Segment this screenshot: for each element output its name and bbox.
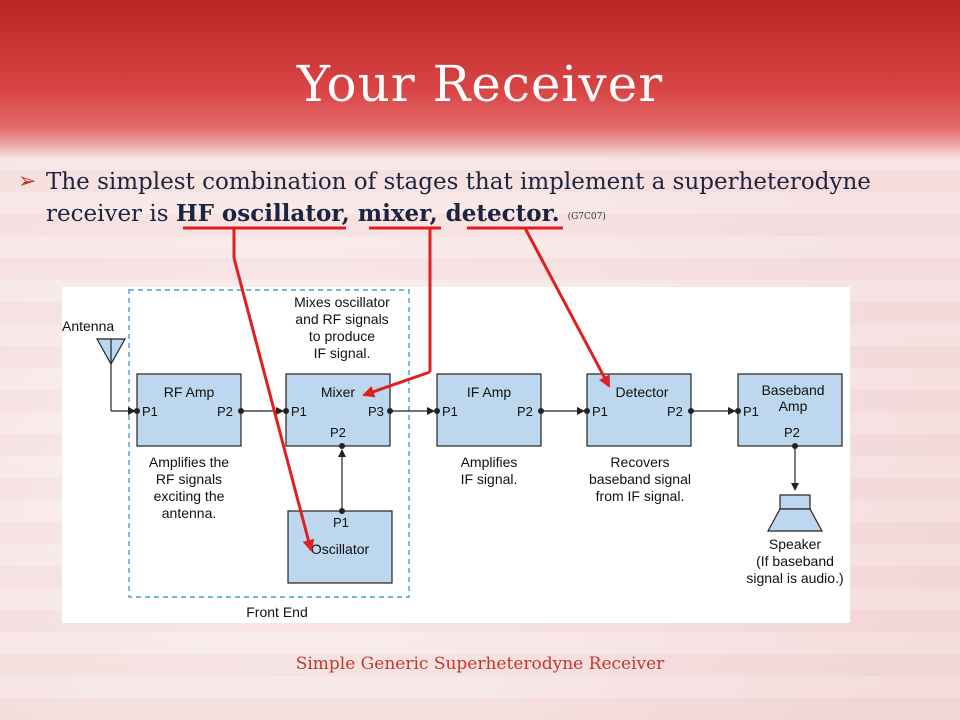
- baseband-p1: P1: [743, 404, 759, 419]
- baseband-label-line2: Amp: [779, 398, 808, 414]
- separator: ,: [341, 200, 358, 227]
- period: .: [551, 200, 568, 227]
- detector-p1: P1: [592, 404, 608, 419]
- rf-amp-note-line: exciting the: [154, 488, 225, 504]
- if-amp-note-line: IF signal.: [461, 471, 518, 487]
- detector-note-line: from IF signal.: [596, 488, 685, 504]
- speaker-note-line: (If baseband: [756, 553, 834, 569]
- baseband-label-line1: Baseband: [761, 382, 824, 398]
- if-amp-block: [436, 373, 542, 447]
- highlight-hf-oscillator: HF oscillator: [175, 200, 342, 227]
- highlight-mixer: mixer: [357, 200, 430, 227]
- mixer-p3: P3: [368, 404, 384, 419]
- detector-label: Detector: [616, 384, 669, 400]
- mixer-p1: P1: [291, 404, 307, 419]
- receiver-block-diagram: Front End Antenna Mixes oscillator and R…: [62, 287, 850, 623]
- if-amp-label: IF Amp: [467, 384, 512, 400]
- mixer-note-line: and RF signals: [295, 311, 388, 327]
- bullet-text-intro: The simplest combination of stages that …: [46, 169, 871, 227]
- if-amp-p1: P1: [442, 404, 458, 419]
- rf-amp-note-line: Amplifies the: [149, 454, 229, 470]
- oscillator-p1: P1: [333, 515, 349, 530]
- detector-p2: P2: [667, 404, 683, 419]
- diagram-caption: Simple Generic Superheterodyne Receiver: [295, 654, 665, 674]
- if-amp-p2: P2: [517, 404, 533, 419]
- speaker-icon: [779, 494, 811, 510]
- detector-note-line: baseband signal: [589, 471, 691, 487]
- detector-note-line: Recovers: [610, 454, 669, 470]
- title-banner: [0, 0, 960, 160]
- slide-title: Your Receiver: [296, 55, 664, 113]
- bullet-text: The simplest combination of stages that …: [46, 167, 936, 233]
- speaker-note-line: Speaker: [769, 536, 821, 552]
- rf-amp-block: [136, 373, 242, 447]
- arrow-bullet-icon: ➢: [18, 169, 37, 194]
- separator: ,: [429, 200, 446, 227]
- baseband-amp-block: [737, 373, 843, 447]
- oscillator-label: Oscillator: [311, 541, 370, 557]
- mixer-p2: P2: [330, 425, 346, 440]
- highlight-detector: detector: [445, 200, 552, 227]
- rf-amp-p1: P1: [142, 404, 158, 419]
- mixer-note-line: IF signal.: [314, 345, 371, 361]
- front-end-label: Front End: [246, 604, 307, 620]
- rf-amp-label: RF Amp: [164, 384, 215, 400]
- mixer-label: Mixer: [321, 384, 356, 400]
- diagram-svg: Front End Antenna Mixes oscillator and R…: [62, 289, 844, 620]
- baseband-p2: P2: [784, 425, 800, 440]
- rf-amp-note-line: RF signals: [156, 471, 222, 487]
- antenna-label: Antenna: [62, 318, 114, 334]
- question-reference: (G7C07): [567, 212, 606, 222]
- speaker-cone-icon: [766, 508, 824, 532]
- if-amp-note-line: Amplifies: [461, 454, 518, 470]
- rf-amp-p2: P2: [217, 404, 233, 419]
- mixer-note-line: Mixes oscillator: [294, 294, 390, 310]
- rf-amp-note-line: antenna.: [162, 505, 217, 521]
- mixer-note-line: to produce: [309, 328, 375, 344]
- speaker-note-line: signal is audio.): [746, 570, 843, 586]
